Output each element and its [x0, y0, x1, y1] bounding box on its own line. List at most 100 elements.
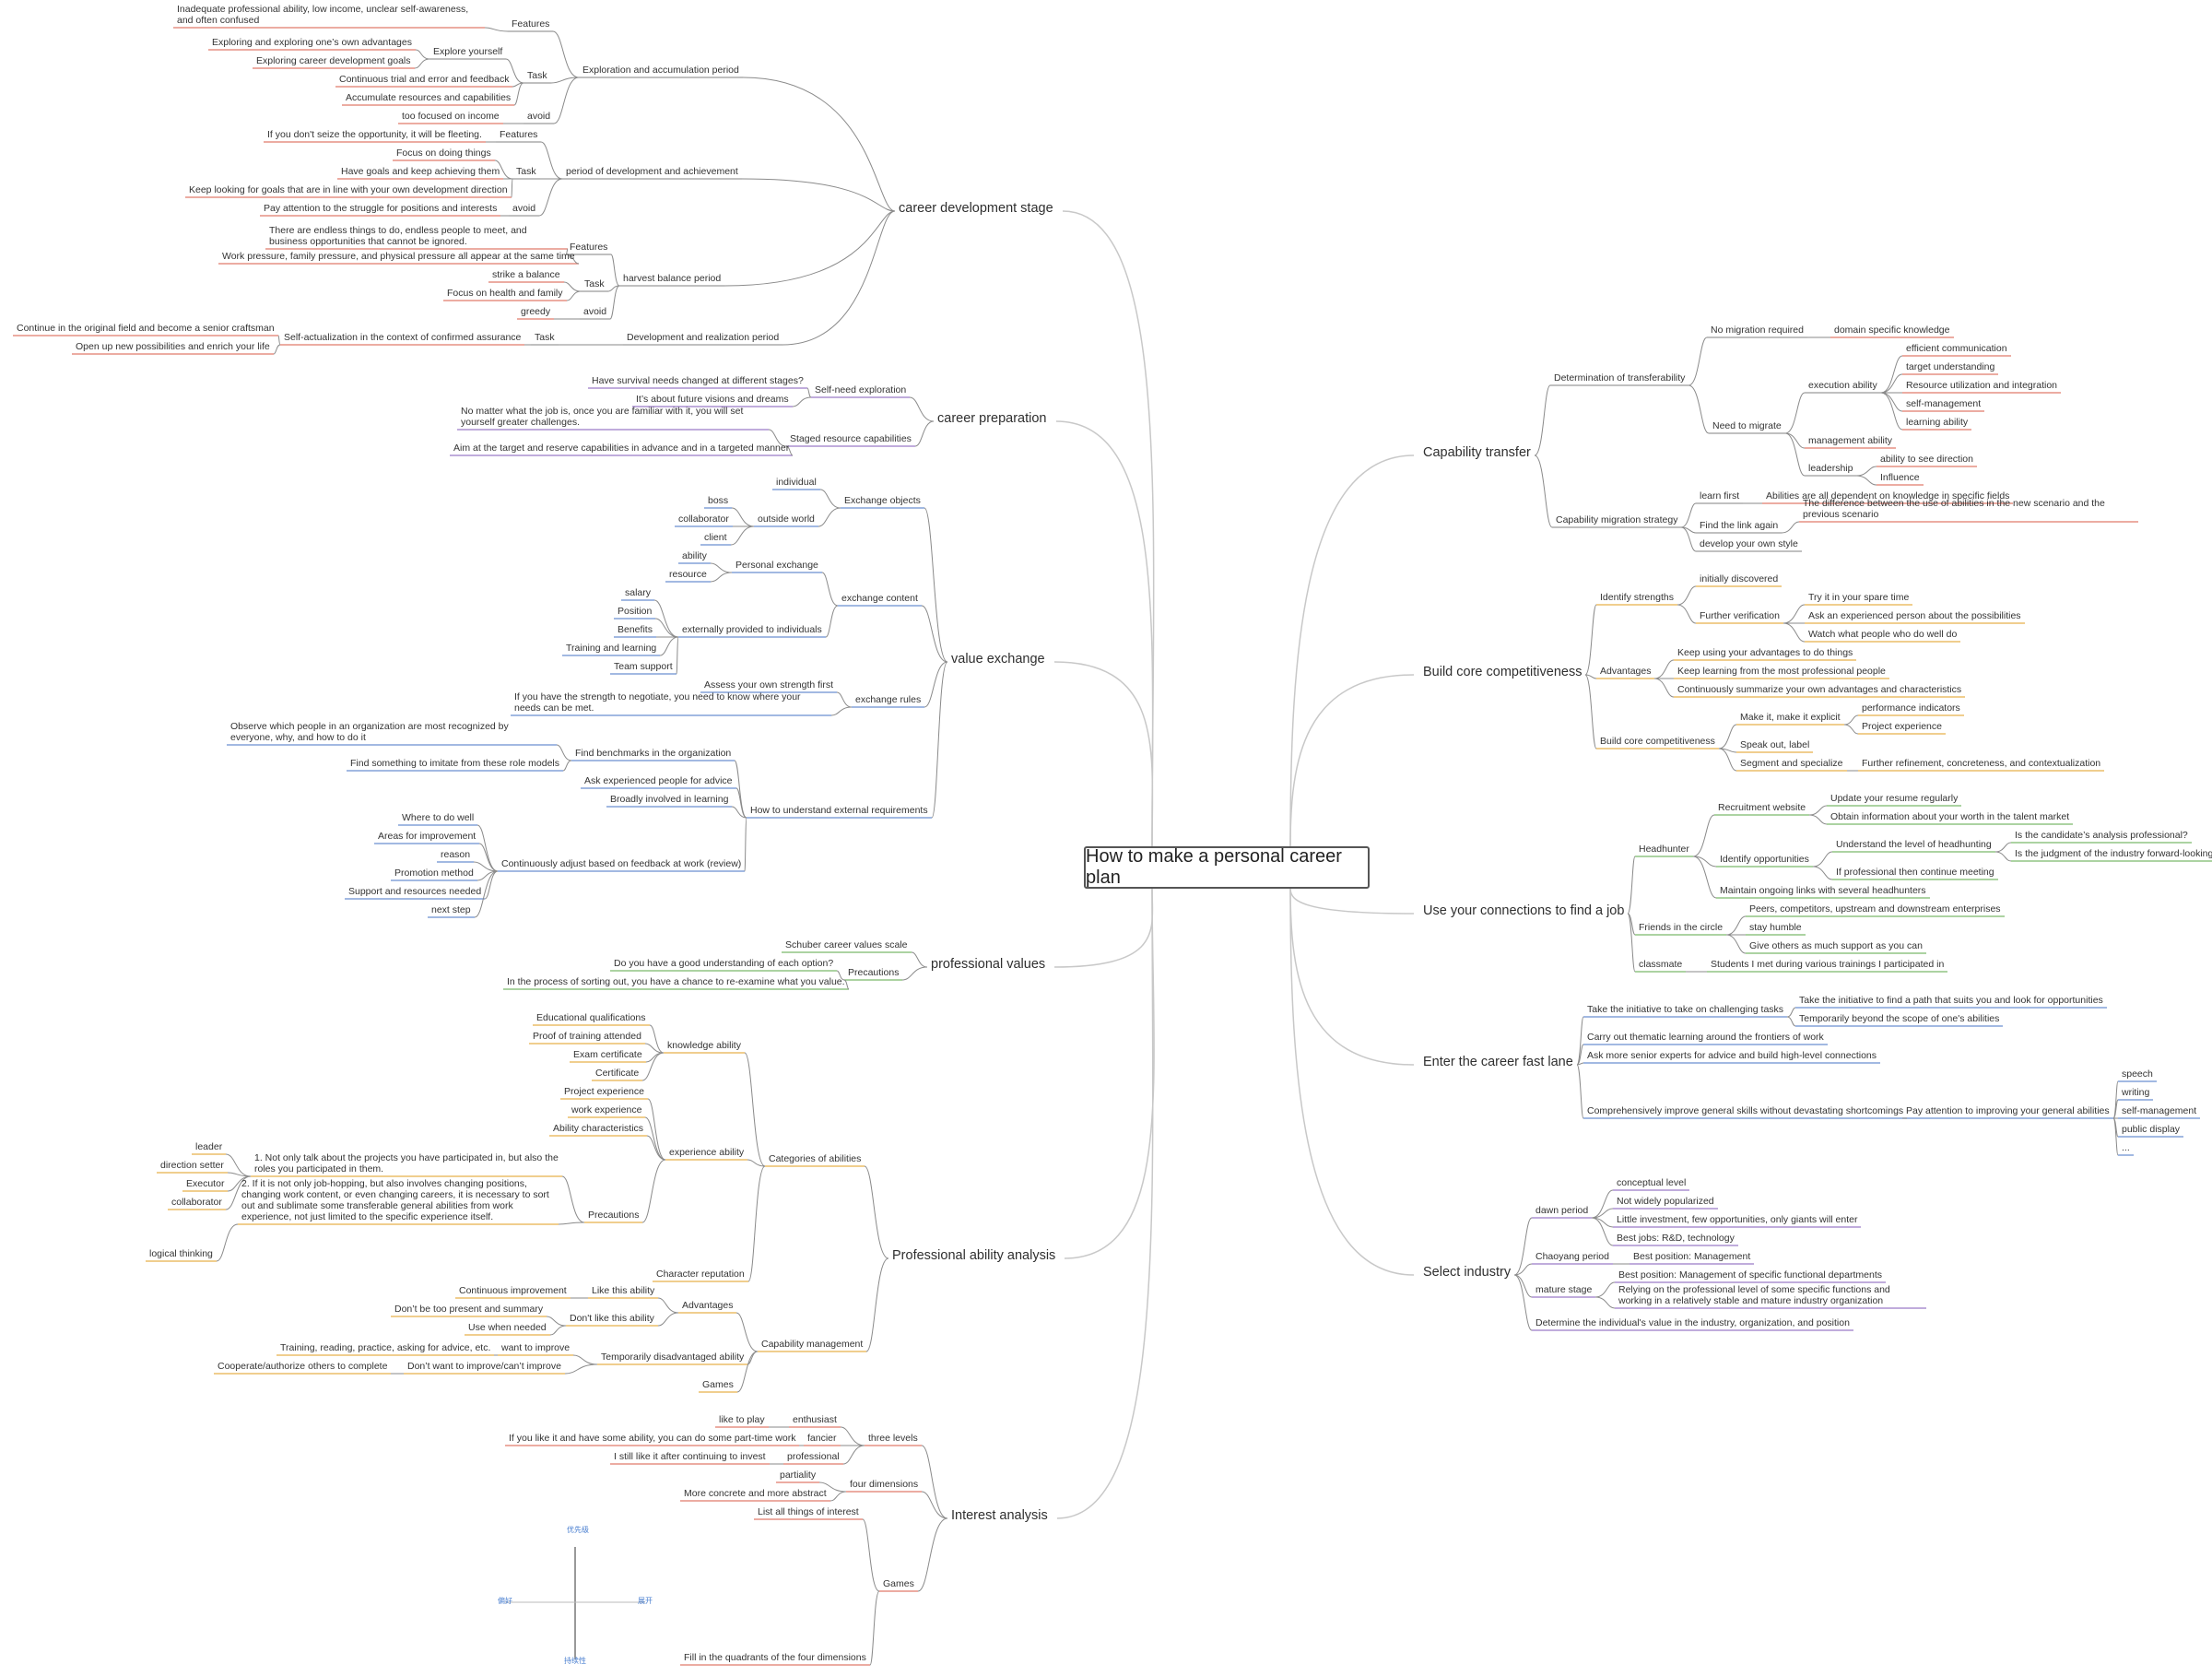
topic-ia-tl3[interactable]: professional [787, 1451, 840, 1462]
topic-si-v[interactable]: Determine the individual's value in the … [1535, 1317, 1850, 1328]
topic-eap[interactable]: Exploration and accumulation period [582, 65, 739, 76]
topic-ct-le2[interactable]: Influence [1880, 472, 1920, 483]
topic-ct-ex4[interactable]: self-management [1906, 398, 1982, 409]
topic-uc-fc3[interactable]: Give others as much support as you can [1749, 940, 1923, 951]
topic-pv-p1[interactable]: Do you have a good understanding of each… [614, 958, 834, 969]
topic-pv-s[interactable]: Schuber career values scale [785, 939, 908, 950]
topic-bc-b1b[interactable]: Project experience [1862, 721, 1942, 732]
topic-ve-ca3[interactable]: reason [441, 849, 471, 860]
topic-bc[interactable]: Build core competitiveness [1423, 665, 1583, 679]
topic-ia-fd1[interactable]: partiality [780, 1469, 817, 1481]
topic-ve-ep4[interactable]: Training and learning [566, 643, 657, 654]
topic-cp-se[interactable]: Self-need exploration [815, 384, 907, 395]
topic-si-c1[interactable]: Best position: Management [1633, 1251, 1751, 1262]
topic-ef-4a[interactable]: Pay attention to improving your general … [1906, 1105, 2110, 1116]
topic-ct-le1[interactable]: ability to see direction [1880, 454, 1973, 465]
topic-si-d1[interactable]: conceptual level [1617, 1177, 1687, 1188]
topic-ct-nm1[interactable]: domain specific knowledge [1834, 325, 1950, 336]
topic-ct[interactable]: Capability transfer [1423, 445, 1531, 460]
topic-uc-rw[interactable]: Recruitment website [1718, 802, 1806, 813]
topic-paa-ad[interactable]: Advantages [682, 1300, 734, 1311]
topic-ve-fb[interactable]: Find benchmarks in the organization [575, 748, 732, 759]
topic-paa-pr1c[interactable]: Executor [186, 1178, 225, 1189]
topic-bc-fv3[interactable]: Watch what people who do well do [1808, 629, 1958, 640]
topic-eap-ey[interactable]: Explore yourself [433, 46, 503, 57]
topic-bc-is[interactable]: Identify strengths [1600, 592, 1674, 603]
topic-ia-fd[interactable]: four dimensions [850, 1479, 919, 1490]
topic-uc-io[interactable]: Identify opportunities [1720, 854, 1809, 865]
topic-eap-f[interactable]: Features [512, 18, 550, 30]
topic-ef-3[interactable]: Ask more senior experts for advice and b… [1587, 1050, 1877, 1061]
topic-ef-4a3[interactable]: self-management [2122, 1105, 2197, 1116]
topic-pda-t[interactable]: Task [516, 166, 536, 177]
topic-paa-ad2a[interactable]: Don’t be too present and summary [394, 1304, 544, 1315]
topic-ve-ow3[interactable]: client [704, 532, 727, 543]
topic-pv[interactable]: professional values [931, 957, 1046, 972]
topic-ve-eo[interactable]: Exchange objects [844, 495, 921, 506]
topic-uc-io1a[interactable]: Is the candidate’s analysis professional… [2015, 830, 2188, 841]
topic-bc-b[interactable]: Build core competitiveness [1600, 736, 1715, 747]
topic-uc-io1[interactable]: Understand the level of headhunting [1836, 839, 1992, 850]
topic-ve-ep1[interactable]: salary [625, 587, 652, 598]
topic-ve-ep2[interactable]: Position [618, 606, 653, 617]
topic-ct-ex3[interactable]: Resource utilization and integration [1906, 380, 2058, 391]
topic-bc-b1[interactable]: Make it, make it explicit [1740, 712, 1841, 723]
topic-hbp-f[interactable]: Features [570, 242, 608, 253]
topic-ef-1b[interactable]: Temporarily beyond the scope of one's ab… [1799, 1013, 2000, 1024]
topic-ct-d[interactable]: Determination of transferability [1554, 372, 1686, 384]
topic-uc-fc2[interactable]: stay humble [1749, 922, 1802, 933]
topic-drp-t1b[interactable]: Open up new possibilities and enrich you… [76, 341, 270, 352]
topic-uc-cm1[interactable]: Students I met during various trainings … [1711, 959, 1945, 970]
topic-pda-a[interactable]: avoid [512, 203, 536, 214]
topic-paa-pr[interactable]: Precautions [588, 1210, 640, 1221]
topic-paa-pr2[interactable]: 2. If it is not only job-hopping, but al… [241, 1178, 549, 1222]
topic-cp-sr2[interactable]: Aim at the target and reserve capabiliti… [453, 443, 790, 454]
topic-hbp-f1[interactable]: There are endless things to do, endless … [269, 225, 527, 247]
topic-ct-le[interactable]: leadership [1808, 463, 1853, 474]
topic-ef-4a1[interactable]: speech [2122, 1068, 2153, 1080]
topic-bc-ad3[interactable]: Continuously summarize your own advantag… [1677, 684, 1962, 695]
topic-si-d3[interactable]: Little investment, few opportunities, on… [1617, 1214, 1858, 1225]
topic-ct-s[interactable]: Capability migration strategy [1556, 514, 1678, 525]
topic-hbp-t2[interactable]: Focus on health and family [447, 288, 563, 299]
topic-paa-td1a[interactable]: Training, reading, practice, asking for … [280, 1342, 491, 1353]
topic-ve-ca1[interactable]: Where to do well [402, 812, 475, 823]
topic-ct-ex2[interactable]: target understanding [1906, 361, 1995, 372]
topic-pda-a1[interactable]: Pay attention to the struggle for positi… [264, 203, 498, 214]
topic-paa-td[interactable]: Temporarily disadvantaged ability [601, 1351, 745, 1363]
topic-drp-t1a[interactable]: Continue in the original field and becom… [17, 323, 275, 334]
topic-hbp-a[interactable]: avoid [583, 306, 607, 317]
topic-bc-fv[interactable]: Further verification [1700, 610, 1780, 621]
topic-ve-ca5[interactable]: Support and resources needed [348, 886, 482, 897]
topic-ve-ec[interactable]: exchange content [841, 593, 918, 604]
topic-paa-k2[interactable]: Proof of training attended [533, 1031, 641, 1042]
topic-ct-s3[interactable]: develop your own style [1700, 538, 1798, 549]
root-topic[interactable]: How to make a personal career plan [1084, 846, 1370, 889]
topic-ve-eo1[interactable]: individual [776, 477, 817, 488]
topic-cp-sr[interactable]: Staged resource capabilities [790, 433, 912, 444]
topic-uc-h[interactable]: Headhunter [1639, 844, 1689, 855]
topic-si-d[interactable]: dawn period [1535, 1205, 1589, 1216]
topic-paa-pr1d[interactable]: collaborator [171, 1197, 222, 1208]
topic-cp-sr1[interactable]: No matter what the job is, once you are … [461, 406, 744, 428]
topic-ve-er[interactable]: exchange rules [855, 694, 922, 705]
topic-paa-k1[interactable]: Educational qualifications [536, 1012, 646, 1023]
topic-uc-fc1[interactable]: Peers, competitors, upstream and downstr… [1749, 903, 2001, 915]
topic-cp[interactable]: career preparation [937, 411, 1047, 426]
topic-ct-s1a[interactable]: Abilities are all dependent on knowledge… [1766, 490, 2010, 502]
topic-si-m[interactable]: mature stage [1535, 1284, 1593, 1295]
topic-paa-k3[interactable]: Exam certificate [573, 1049, 642, 1060]
topic-paa-pr2a[interactable]: logical thinking [149, 1248, 213, 1259]
topic-ct-ma[interactable]: management ability [1808, 435, 1893, 446]
topic-paa-ad1a[interactable]: Continuous improvement [459, 1285, 567, 1296]
topic-bc-b1a[interactable]: performance indicators [1862, 702, 1960, 714]
topic-ia-tl1[interactable]: enthusiast [793, 1414, 837, 1425]
topic-ve-ep5[interactable]: Team support [614, 661, 673, 672]
topic-paa-pr1b[interactable]: direction setter [160, 1160, 224, 1171]
topic-eap-ey1[interactable]: Exploring and exploring one’s own advant… [212, 37, 412, 48]
topic-ia-tl2a[interactable]: If you like it and have some ability, yo… [509, 1433, 796, 1444]
topic-ia-g2[interactable]: Fill in the quadrants of the four dimens… [684, 1652, 866, 1663]
topic-paa-k4[interactable]: Certificate [595, 1068, 640, 1079]
topic-uc-io2[interactable]: If professional then continue meeting [1836, 867, 1994, 878]
topic-bc-b3a[interactable]: Further refinement, concreteness, and co… [1862, 758, 2101, 769]
